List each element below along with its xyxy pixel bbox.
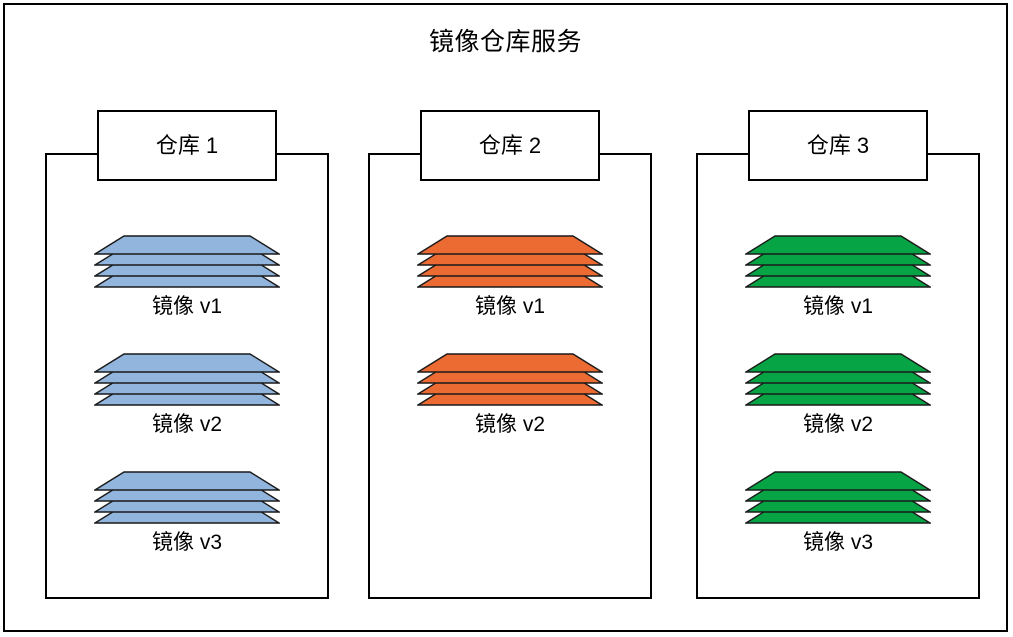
image-item[interactable]: 镜像 v1 [87, 235, 287, 321]
image-layer-stack-icon [94, 353, 280, 407]
image-label: 镜像 v2 [802, 413, 873, 436]
repository-name: 仓库 3 [806, 132, 870, 158]
image-layer [417, 353, 603, 375]
image-label: 镜像 v1 [474, 295, 545, 318]
image-layer-stack-icon [745, 235, 931, 289]
image-label: 镜像 v2 [474, 413, 545, 436]
image-label: 镜像 v1 [151, 295, 222, 318]
image-layer [94, 353, 280, 375]
image-layer [94, 471, 280, 493]
repository-header[interactable]: 仓库 3 [748, 110, 928, 181]
image-label: 镜像 v1 [802, 295, 873, 318]
repository-name: 仓库 1 [155, 132, 219, 158]
image-item[interactable]: 镜像 v3 [738, 471, 938, 557]
image-layer [745, 471, 931, 493]
image-layer-stack-icon [94, 235, 280, 289]
image-layer-stack-icon [745, 353, 931, 407]
image-item[interactable]: 镜像 v2 [410, 353, 610, 439]
repository-3[interactable]: 仓库 3 镜像 v1 镜像 v2 镜像 v3 [696, 110, 980, 599]
repository-header[interactable]: 仓库 2 [420, 110, 600, 181]
page-title: 镜像仓库服务 [428, 28, 582, 56]
image-label: 镜像 v2 [151, 413, 222, 436]
image-layer-stack-icon [94, 471, 280, 525]
image-list: 镜像 v1 镜像 v2 镜像 v3 [696, 153, 980, 599]
image-item[interactable]: 镜像 v2 [738, 353, 938, 439]
image-layer-stack-icon [417, 353, 603, 407]
image-item[interactable]: 镜像 v1 [738, 235, 938, 321]
image-item[interactable]: 镜像 v2 [87, 353, 287, 439]
image-layer [417, 235, 603, 257]
repository-1[interactable]: 仓库 1 镜像 v1 镜像 v2 镜像 v3 [45, 110, 329, 599]
image-list: 镜像 v1 镜像 v2 镜像 v3 [45, 153, 329, 599]
image-item[interactable]: 镜像 v3 [87, 471, 287, 557]
image-item[interactable]: 镜像 v1 [410, 235, 610, 321]
image-layer-stack-icon [745, 471, 931, 525]
image-label: 镜像 v3 [802, 531, 873, 554]
image-layer [94, 235, 280, 257]
image-label: 镜像 v3 [151, 531, 222, 554]
image-layer-stack-icon [417, 235, 603, 289]
repository-header[interactable]: 仓库 1 [97, 110, 277, 181]
image-list: 镜像 v1 镜像 v2 [368, 153, 652, 599]
image-layer [745, 235, 931, 257]
repository-name: 仓库 2 [478, 132, 542, 158]
image-layer [745, 353, 931, 375]
service-frame: 镜像仓库服务 仓库 1 镜像 v1 镜像 v2 镜像 v3 仓库 2 镜像 v1 镜像 v2… [3, 3, 1008, 632]
repository-2[interactable]: 仓库 2 镜像 v1 镜像 v2 [368, 110, 652, 599]
